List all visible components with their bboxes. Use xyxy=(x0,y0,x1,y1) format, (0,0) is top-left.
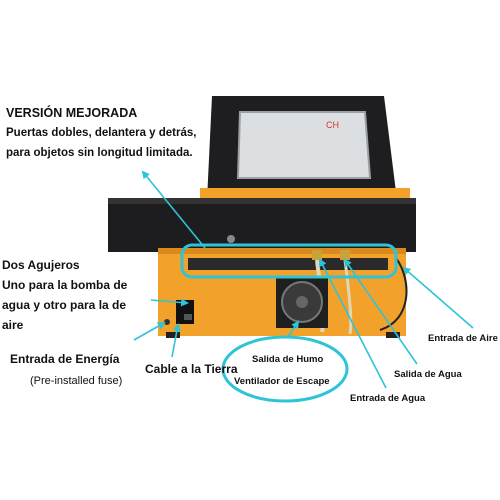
holes-line-2: agua y otro para la de xyxy=(2,298,127,312)
foot-right xyxy=(386,332,400,338)
logo-text: CH xyxy=(326,120,339,130)
power-cable xyxy=(379,257,408,331)
machine-top-edge xyxy=(108,198,416,204)
power-switch xyxy=(184,314,192,320)
foot-left xyxy=(166,332,180,338)
water-inlet-label: Entrada de Agua xyxy=(350,393,426,404)
highlight-rear-door xyxy=(180,243,398,279)
arrow-smoke xyxy=(287,320,300,338)
arrow-power xyxy=(133,322,166,341)
ground-cable-label: Cable a la Tierra xyxy=(145,362,238,376)
water-outlet-label: Salida de Agua xyxy=(394,369,462,380)
key-switch xyxy=(227,235,235,243)
upgrade-line-1: Puertas dobles, delantera y detrás, xyxy=(6,127,197,139)
smoke-outlet-label: Salida de Humo xyxy=(252,354,323,365)
upgrade-line-2: para objetos sin longitud limitada. xyxy=(6,147,193,159)
holes-title: Dos Agujeros xyxy=(2,258,80,272)
arrow-air xyxy=(402,266,474,329)
rear-pass-slot xyxy=(188,258,388,270)
upgrade-title: VERSIÓN MEJORADA xyxy=(6,106,138,120)
air-tube xyxy=(343,259,353,335)
exhaust-fan-label: Ventilador de Escape xyxy=(234,376,330,387)
holes-line-1: Uno para la bomba de xyxy=(2,278,128,292)
arrow-rear-door xyxy=(141,170,206,249)
machine-top-body xyxy=(108,198,416,252)
lid-window xyxy=(236,111,372,179)
machine-lower-shadow xyxy=(158,248,406,254)
arrow-water-out xyxy=(343,258,418,365)
air-inlet-label: Entrada de Aire xyxy=(428,333,498,344)
arrow-ground xyxy=(171,323,181,358)
ground-terminal xyxy=(164,319,170,325)
fuse-note: (Pre-installed fuse) xyxy=(30,375,123,387)
exhaust-fan-hub xyxy=(296,296,308,308)
connector-1 xyxy=(312,250,322,260)
highlight-smoke-outlet xyxy=(221,335,349,403)
arrow-holes xyxy=(150,298,189,307)
arrow-water-in xyxy=(319,258,387,389)
connector-2 xyxy=(340,250,350,260)
power-input-label: Entrada de Energía xyxy=(10,352,120,366)
holes-line-3: aire xyxy=(2,318,24,332)
